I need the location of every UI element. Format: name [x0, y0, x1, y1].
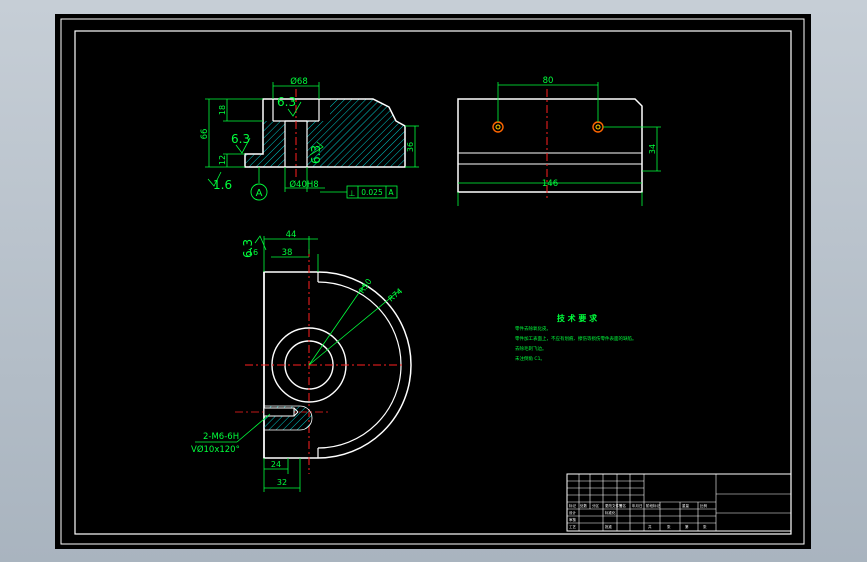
hole-right-icon [592, 121, 604, 133]
tech-item-3: 去除毛刺飞边。 [515, 345, 547, 352]
tolerance-datum: A [388, 188, 394, 197]
dim-36: 36 [406, 142, 415, 152]
tb-label-16: 第 [685, 524, 689, 529]
tb-label-8: 阶段标记 [646, 503, 660, 508]
tech-title: 技 术 要 求 [557, 313, 598, 323]
tb-label-7: 标准化 [605, 510, 616, 515]
tb-label-1: 处数 [580, 503, 588, 508]
rough-top-icon [287, 101, 302, 117]
tb-label-15: 张 [667, 524, 671, 529]
dim-r74: R74 [387, 287, 405, 304]
side-view: 80 146 34 [457, 76, 661, 206]
side-outline [457, 98, 643, 193]
tb-label-3: 更改文件号 [605, 503, 623, 508]
dim-34: 34 [648, 144, 657, 154]
tb-label-17: 张 [703, 524, 707, 529]
dim-38: 38 [282, 248, 293, 258]
rough-base: 1.6 [213, 178, 232, 192]
inner-border [74, 30, 792, 535]
tolerance-frame: ⊥ 0.025 A [320, 185, 398, 199]
tb-label-10: 比例 [700, 503, 708, 508]
outer-border [60, 18, 805, 545]
drawing-canvas[interactable]: Ø68 66 18 12 36 [55, 14, 811, 549]
tech-item-1: 零件去除氧化皮。 [515, 325, 551, 332]
thread-callout-2: VØ10x120° [191, 444, 240, 455]
tb-label-4: 签名 [619, 503, 626, 508]
dim-32: 32 [277, 478, 287, 487]
thread-callout-1: 2-M6-6H [203, 432, 239, 442]
tb-label-6: 设计 [569, 510, 577, 515]
rough-corner: 6.3 [241, 239, 255, 258]
tb-label-9: 重量 [682, 503, 690, 508]
dim-146: 146 [542, 179, 558, 189]
front-outline [244, 98, 406, 168]
tb-label-14: 共 [648, 524, 652, 529]
hole-left-icon [492, 121, 504, 133]
tb-label-11: 审核 [569, 517, 577, 522]
tb-label-13: 批准 [605, 524, 613, 529]
rough-top: 6.3 [277, 95, 296, 109]
tolerance-value: 0.025 [361, 188, 383, 197]
dim-66: 66 [200, 129, 210, 140]
dim-80: 80 [543, 76, 554, 86]
top-outline [263, 271, 412, 459]
rough-left: 6.3 [231, 132, 250, 146]
rough-corner-icon [254, 235, 267, 251]
title-block [566, 473, 792, 532]
datum-circle-icon [250, 183, 268, 201]
tb-label-12: 工艺 [569, 524, 577, 529]
left-hatch [245, 121, 285, 167]
rough-bore: 6.3 [309, 145, 323, 164]
datum-label: A [256, 188, 263, 199]
rough-left-icon [235, 137, 251, 154]
right-hatch [307, 99, 405, 167]
tech-item-2: 零件加工表面上，不应有划痕、擦伤等损伤零件表面的缺陷。 [515, 335, 637, 342]
rough-bore-icon [309, 141, 324, 156]
tech-requirements: 技 术 要 求 零件去除氧化皮。 零件加工表面上，不应有划痕、擦伤等损伤零件表面… [515, 313, 637, 362]
perpendicularity-icon: ⊥ [349, 189, 356, 198]
drawing-svg: Ø68 66 18 12 36 [60, 18, 805, 545]
dim-18: 18 [218, 105, 227, 115]
dim-44: 44 [286, 230, 297, 240]
tb-label-2: 分区 [592, 503, 600, 508]
tb-label-0: 标记 [569, 503, 577, 508]
dim-12: 12 [218, 155, 227, 165]
dim-bore: Ø40H8 [289, 179, 318, 190]
title-block-labels: 标记 处数 分区 更改文件号 签名 年月日 设计 标准化 阶段标记 重量 比例 … [569, 503, 708, 529]
rough-base-icon [207, 171, 222, 187]
top-view: R50 R74 44 38 16 6.3 2-M6-6H VØ10x120° [191, 230, 412, 492]
tech-item-4: 未注倒角 C1。 [515, 355, 545, 362]
dim-d68: Ø68 [290, 76, 308, 87]
dim-24: 24 [271, 460, 281, 469]
dim-16: 16 [248, 248, 258, 257]
dim-r50: R50 [357, 277, 373, 295]
tb-label-5: 年月日 [632, 503, 643, 508]
front-section-view: Ø68 66 18 12 36 [200, 76, 419, 201]
